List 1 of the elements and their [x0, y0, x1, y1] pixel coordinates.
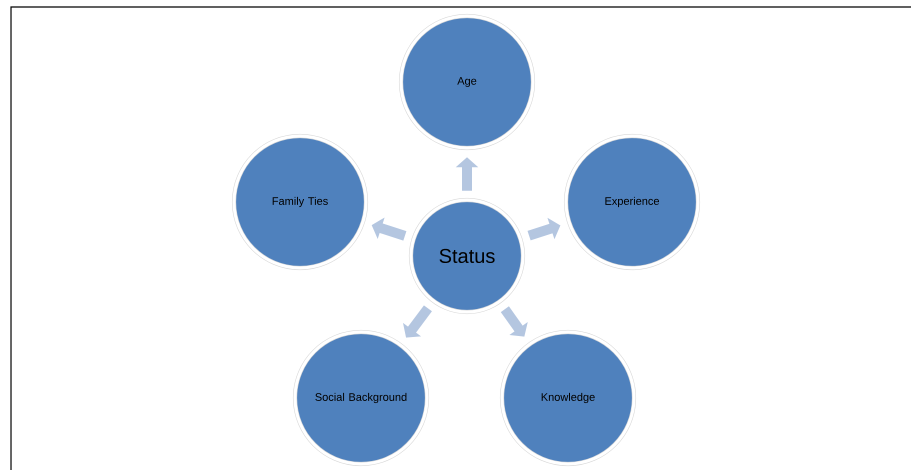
- block-arrow: [528, 218, 560, 240]
